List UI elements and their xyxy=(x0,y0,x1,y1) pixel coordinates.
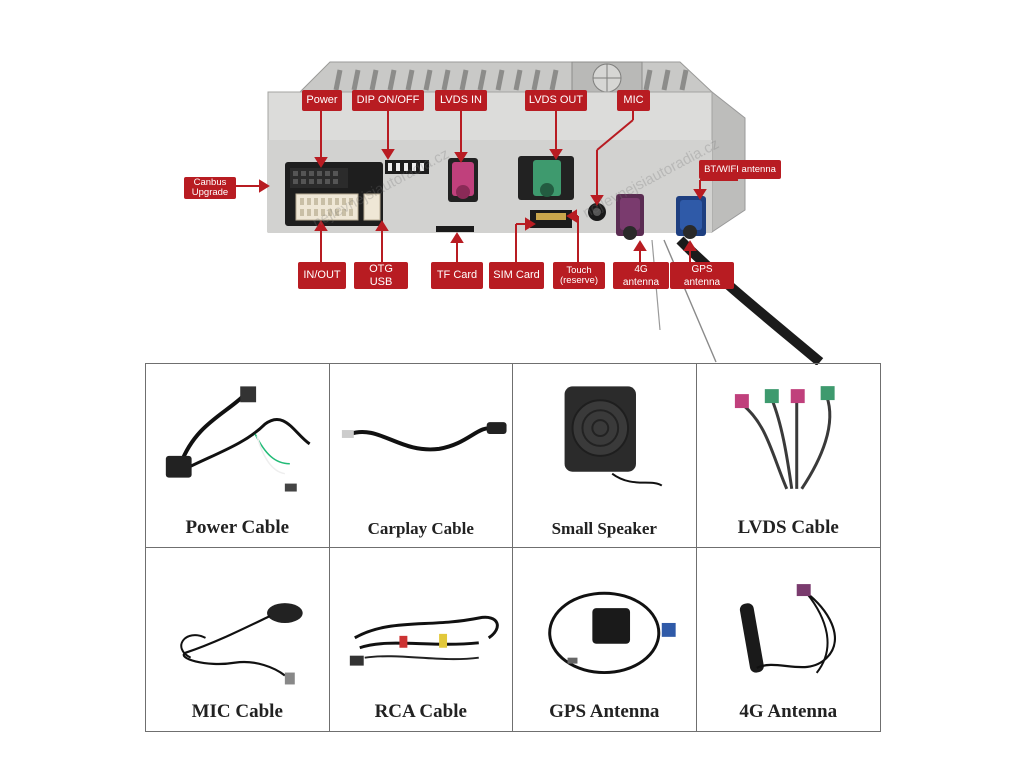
accessory-power-cable: Power Cable xyxy=(146,364,330,548)
callout-lvds-out: LVDS OUT xyxy=(525,90,587,111)
callout-dip-switch: DIP ON/OFF xyxy=(352,90,424,111)
callout-touch-line1: Touch xyxy=(566,264,592,276)
accessory-label: MIC Cable xyxy=(191,701,283,722)
callout-canbus-upgrade: Canbus Upgrade xyxy=(184,177,236,199)
callout-in-out: IN/OUT xyxy=(298,262,346,289)
speaker-image xyxy=(564,386,663,487)
accessory-label: Carplay Cable xyxy=(367,518,474,538)
callout-4g-antenna: 4G antenna xyxy=(613,262,669,289)
accessory-label: RCA Cable xyxy=(374,701,467,722)
callout-tf-card: TF Card xyxy=(431,262,483,289)
accessory-gps-antenna: GPS Antenna xyxy=(513,547,697,731)
mic-cable-image xyxy=(180,602,303,684)
interface-diagram: nejlevnejsiautoradia.cz nejlevnejsiautor… xyxy=(0,0,1024,366)
accessory-mic-cable: MIC Cable xyxy=(146,547,330,731)
callout-sim-card: SIM Card xyxy=(489,262,544,289)
callout-touch-reserve: Touch (reserve) xyxy=(553,262,605,289)
accessory-small-speaker: Small Speaker xyxy=(513,364,697,548)
callout-lvds-in: LVDS IN xyxy=(435,90,487,111)
accessory-grid: Power Cable Carplay Cable Small Speaker xyxy=(145,363,881,732)
gps-antenna-image xyxy=(548,591,676,674)
device-illustration xyxy=(236,61,824,366)
lvds-cable-image xyxy=(734,386,835,490)
accessory-label: Small Speaker xyxy=(551,518,657,538)
accessory-label: GPS Antenna xyxy=(549,701,660,722)
accessory-rca-cable: RCA Cable xyxy=(330,547,513,731)
accessory-label: LVDS Cable xyxy=(737,516,839,538)
accessory-lvds-cable: LVDS Cable xyxy=(696,364,880,548)
carplay-cable-image xyxy=(341,422,507,452)
accessory-label: 4G Antenna xyxy=(739,701,838,722)
power-cable-image xyxy=(165,386,311,492)
callout-touch-line2: (reserve) xyxy=(559,274,598,286)
callout-canbus-line2: Upgrade xyxy=(191,187,229,198)
callout-canbus-line1: Canbus xyxy=(193,177,227,188)
accessory-4g-antenna: 4G Antenna xyxy=(697,548,881,732)
4g-antenna-image xyxy=(739,583,836,673)
callout-mic: MIC xyxy=(617,90,650,111)
callout-power: Power xyxy=(302,90,342,111)
callout-otg-usb: OTG USB xyxy=(354,262,408,289)
accessory-label: Power Cable xyxy=(185,516,290,538)
rca-cable-image xyxy=(349,615,499,666)
accessory-carplay-cable: Carplay Cable xyxy=(329,364,513,548)
callout-gps-antenna: GPS antenna xyxy=(670,262,734,289)
callout-bt-wifi-antenna: BT/WIFI antenna xyxy=(699,160,781,179)
